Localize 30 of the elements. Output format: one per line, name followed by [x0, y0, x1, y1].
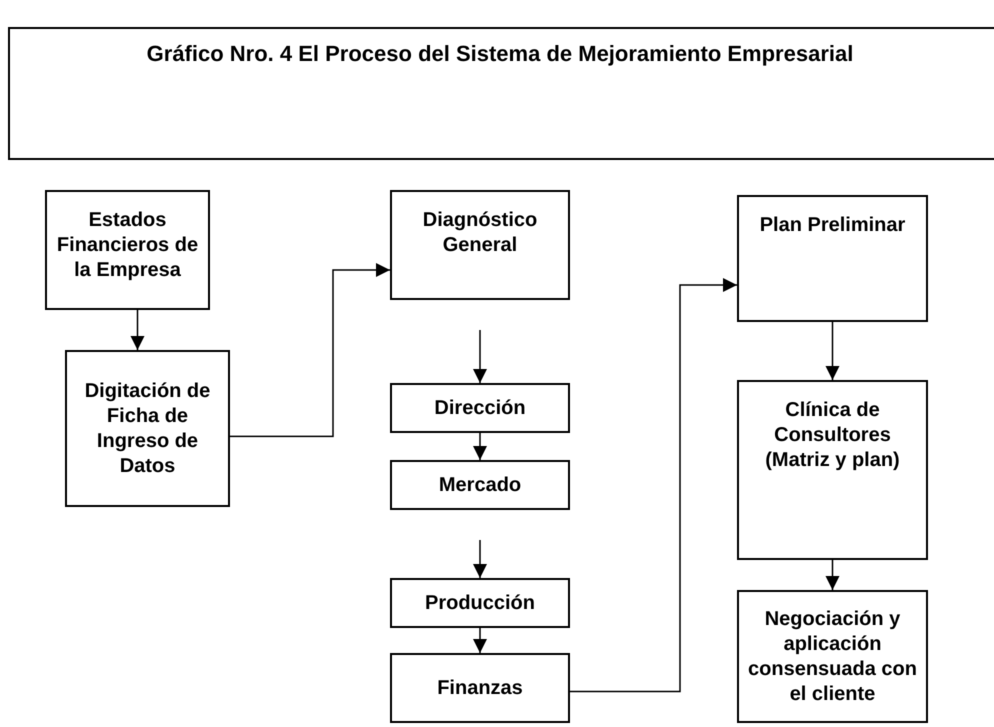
process-box	[390, 460, 570, 510]
arrow	[826, 560, 840, 590]
box-label: Negociación y aplicación consensuada con el cliente	[747, 606, 918, 706]
arrow	[473, 628, 487, 653]
arrow	[473, 330, 487, 383]
arrow	[826, 322, 840, 380]
arrow	[570, 278, 737, 692]
arrow	[230, 263, 390, 438]
process-box	[737, 195, 928, 322]
box-label: Digitación de Ficha de Ingreso de Datos	[84, 378, 212, 478]
box-label: Mercado	[438, 472, 522, 498]
box-label: Producción	[424, 590, 535, 616]
box-label: Finanzas	[437, 676, 523, 700]
box-label: Plan Preliminar	[760, 213, 906, 238]
process-box	[390, 383, 570, 433]
process-box	[390, 190, 570, 300]
arrow	[473, 433, 487, 460]
process-box	[737, 590, 928, 723]
box-label: Dirección	[434, 396, 526, 420]
process-box	[65, 350, 230, 507]
diagram-title: Gráfico Nro. 4 El Proceso del Sistema de Mejoramiento Empresarial	[146, 40, 854, 68]
process-box	[390, 653, 570, 723]
box-label: Diagnóstico General	[422, 208, 538, 258]
box-label: Clínica de Consultores (Matriz y plan)	[764, 398, 901, 473]
arrow	[130, 310, 144, 350]
process-box	[737, 380, 928, 560]
process-box	[390, 578, 570, 628]
process-box	[45, 190, 210, 310]
arrow	[473, 540, 487, 578]
box-label: Estados Financieros de la Empresa	[56, 208, 200, 283]
